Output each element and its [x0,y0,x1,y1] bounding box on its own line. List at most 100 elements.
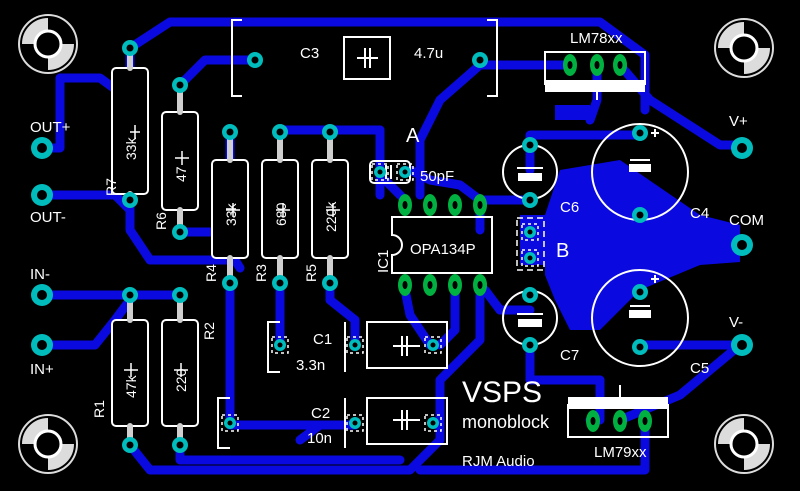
pad-hole [526,141,534,149]
ic-outline [391,216,493,274]
pad-hole [526,196,534,204]
r3-ref: R3 [253,264,269,282]
r7-value: 33k [123,136,139,160]
pad-hole [402,281,408,289]
pad-hole [352,342,358,348]
pad-hole [430,420,436,426]
out-plus-label: OUT+ [30,119,71,136]
reg-79xx [567,385,669,438]
pad-hole [452,201,458,209]
pad-hole [737,240,747,250]
c2-ref: C2 [311,405,330,422]
in-minus-label: IN- [30,266,50,283]
pad-hole [430,342,436,348]
pad-hole [176,291,184,299]
board-maker: RJM Audio [462,453,535,470]
resistor-plus-marks [124,125,340,377]
c1-ref: C1 [313,331,332,348]
pad-hole [636,211,644,219]
com-label: COM [729,212,764,229]
pad-hole [226,279,234,287]
pad-hole [617,61,623,69]
c4-ref: C4 [690,205,709,222]
pad-hole [176,228,184,236]
pad-outline [346,414,364,432]
pad-hole [176,81,184,89]
pad-hole [276,279,284,287]
mounting-hole-bl [18,414,78,474]
cap-c2-outline [217,397,448,449]
pad-outline [271,336,289,354]
pad-hole [636,343,644,351]
reg-78xx-label: LM78xx [570,30,623,47]
pad-outline [371,163,389,181]
pad-hole [590,417,596,425]
pad-hole [227,420,233,426]
c5-ref: C5 [690,360,709,377]
r3-value: 680 [273,202,289,226]
reg-78xx [544,51,646,100]
c6-ref: C6 [560,199,579,216]
c1-value: 3.3n [296,357,325,374]
pad-hole [37,190,47,200]
pad-hole [402,169,408,175]
pad-hole [326,279,334,287]
c3-ref: C3 [300,45,319,62]
test-point-a-label: A [406,125,420,147]
r1-body [111,319,149,427]
pad-hole [176,441,184,449]
pad-hole [37,143,47,153]
pad-hole [377,169,383,175]
r6-ref: R6 [153,212,169,230]
v-plus-label: V+ [729,113,748,130]
in-plus-label: IN+ [30,361,54,378]
r4-value: 33k [223,202,239,226]
pad-outline [521,223,539,241]
pad-hole [526,341,534,349]
cap-c5 [591,269,689,367]
v-minus-label: V- [729,314,743,331]
r7-ref: R7 [103,178,119,196]
pad-hole [567,61,573,69]
pad-hole [251,56,259,64]
pad-hole [427,281,433,289]
ic-part: OPA134P [410,241,476,258]
r7-body [111,67,149,195]
pad-hole [352,420,358,426]
mounting-hole-tr [714,18,774,78]
board-title: VSPS [462,376,542,409]
mounting-hole-tl [18,14,78,74]
c2-value: 10n [307,430,332,447]
cf-value: 50pF [420,168,454,185]
pad-hole [477,281,483,289]
pad-hole [452,281,458,289]
pad-hole [126,196,134,204]
pad-hole [402,201,408,209]
pad-outline [424,336,442,354]
r5-value: 220k [323,201,339,232]
out-minus-label: OUT- [30,209,66,226]
test-point-b-outline [516,217,545,271]
pad-hole [37,290,47,300]
pad-hole [126,441,134,449]
pad-hole [427,201,433,209]
pad-hole [126,44,134,52]
pad-hole [737,340,747,350]
r6-value: 47 [173,166,189,182]
pad-hole [37,340,47,350]
pad-hole [617,417,623,425]
pad-hole [636,129,644,137]
mounting-hole-br [714,414,774,474]
pad-hole [277,342,283,348]
pad-hole [476,56,484,64]
reg-79xx-label: LM79xx [594,444,647,461]
board-subtitle: monoblock [462,412,550,432]
r4-ref: R4 [203,264,219,282]
pad-hole [527,255,533,261]
cap-c1-outline [267,321,448,373]
pad-hole [737,143,747,153]
r1-ref: R1 [91,400,107,418]
pad-outline [424,414,442,432]
pad-hole [477,201,483,209]
